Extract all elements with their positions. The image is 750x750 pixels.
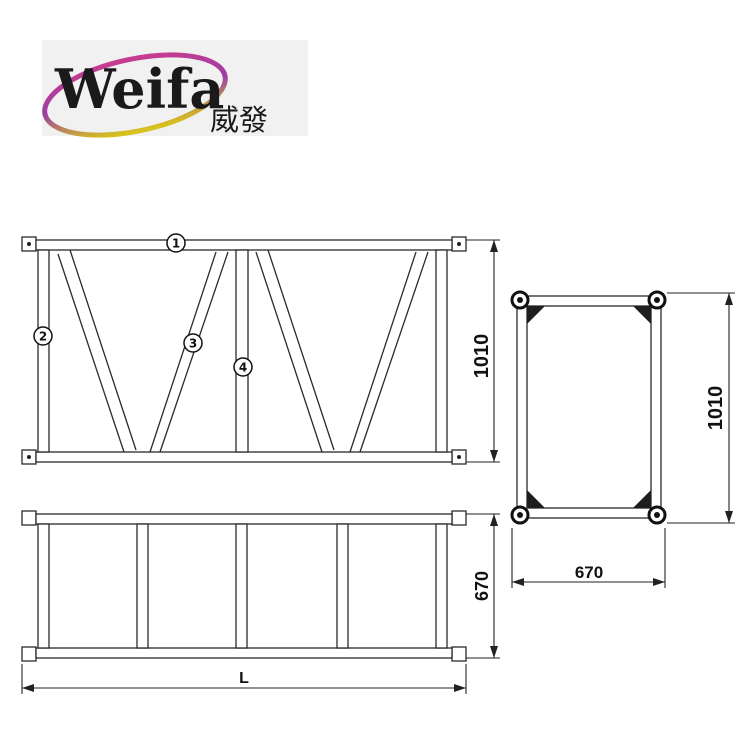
arrow-head — [490, 646, 498, 658]
callout-label: 1 — [172, 237, 180, 251]
logo-chinese-name: 威發 — [210, 103, 268, 137]
cross-tube — [435, 523, 448, 649]
diagonal-brace — [349, 251, 417, 453]
side-height-dimension: 1010 — [466, 239, 500, 463]
callout-2: 2 — [33, 326, 53, 346]
plan-depth-label: 670 — [472, 571, 492, 601]
corner-tube-core — [654, 512, 660, 518]
callout-label: 2 — [39, 330, 47, 344]
corner-tube — [647, 290, 667, 310]
diagonal-braces — [57, 249, 429, 453]
logo-swoosh-ring — [42, 52, 228, 138]
section-width-label: 670 — [575, 563, 603, 582]
corner-gusset — [527, 490, 545, 508]
cross-tube — [336, 523, 349, 649]
corner-gusset — [527, 306, 545, 324]
diagonal-brace-edge — [359, 251, 429, 453]
callout-3: 3 — [183, 333, 203, 353]
corner-tube — [647, 505, 667, 525]
section-height-label: 1010 — [705, 386, 727, 431]
cross-section-view: 1010 670 — [510, 290, 735, 588]
callout-4: 4 — [233, 357, 253, 377]
callout-label: 4 — [239, 361, 247, 375]
arrow-head — [454, 684, 466, 692]
corner-tube-core — [517, 297, 523, 303]
arrow-head — [490, 450, 498, 462]
diagonal-brace — [149, 251, 217, 453]
top-plan-view: 670 L — [21, 510, 500, 694]
center-vertical-tube — [235, 249, 249, 453]
cross-tube — [37, 523, 50, 649]
side-height-label: 1010 — [471, 334, 493, 379]
brand-logo: Weifa 威發 — [42, 40, 308, 138]
logo-brand-name: Weifa — [54, 57, 224, 121]
diagonal-brace — [255, 251, 323, 453]
arrow-head — [725, 293, 733, 305]
length-label: L — [239, 670, 249, 687]
callout-circle — [166, 233, 186, 253]
arrow-head — [512, 578, 524, 586]
arrow-head — [653, 578, 665, 586]
plan-depth-dimension: 670 — [466, 513, 500, 659]
corner-tube — [510, 290, 530, 310]
callout-1: 1 — [166, 233, 186, 253]
section-width-dimension: 670 — [511, 528, 666, 588]
corner-tube-core — [654, 297, 660, 303]
bolt-hole — [27, 455, 31, 459]
callout-circle — [33, 326, 53, 346]
side-elevation-view: 1 2 3 4 1010 — [21, 233, 500, 465]
top-chord — [35, 239, 453, 251]
end-vertical-tube — [435, 249, 448, 453]
corner-gusset — [633, 306, 651, 324]
diagonal-brace — [57, 253, 125, 453]
corner-tube — [510, 505, 530, 525]
bolt-hole — [457, 242, 461, 246]
corner-gusset — [633, 490, 651, 508]
callout-label: 3 — [189, 337, 197, 351]
cross-tube — [136, 523, 149, 649]
section-inner-frame — [526, 305, 652, 509]
diagonal-brace-edge — [69, 249, 137, 451]
end-plate — [21, 510, 37, 526]
cross-tube — [235, 523, 248, 649]
bolt-hole — [27, 242, 31, 246]
bottom-chord — [35, 647, 453, 659]
end-plate — [21, 646, 37, 662]
bottom-chord — [35, 451, 453, 463]
end-plate — [451, 646, 467, 662]
top-chord — [35, 513, 453, 525]
corner-tube-core — [517, 512, 523, 518]
arrow-head — [725, 511, 733, 523]
length-dimension: L — [21, 664, 467, 694]
arrow-head — [490, 240, 498, 252]
end-plate — [451, 510, 467, 526]
callout-circle — [183, 333, 203, 353]
section-height-dimension: 1010 — [667, 292, 735, 524]
callout-circle — [233, 357, 253, 377]
arrow-head — [490, 514, 498, 526]
diagonal-brace-edge — [267, 249, 335, 451]
bolt-hole — [457, 455, 461, 459]
end-vertical-tube — [37, 249, 50, 453]
arrow-head — [22, 684, 34, 692]
